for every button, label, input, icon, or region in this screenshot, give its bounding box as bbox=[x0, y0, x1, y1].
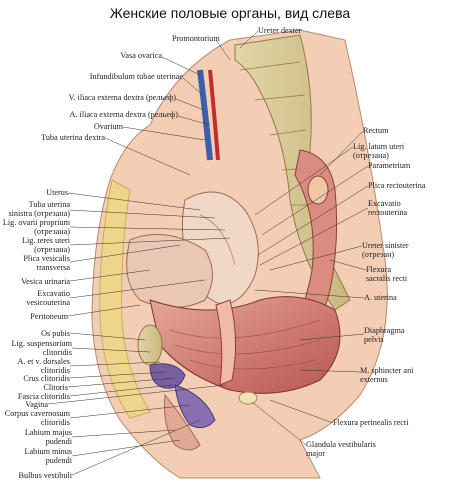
label-os-pubis: Os pubis bbox=[41, 329, 70, 338]
labia-shape bbox=[164, 393, 201, 451]
label-bulbus-vestibuli: Bulbus vestibuli bbox=[18, 471, 72, 480]
label-peritoneum: Peritoneum bbox=[30, 312, 68, 321]
label-infundibulum: Infundibulum tubae uterinae bbox=[89, 72, 183, 81]
label-flexura-perinealis: Flexura perinealis recti bbox=[333, 418, 409, 427]
label-promontorium: Promontorium bbox=[172, 34, 220, 43]
bulbus-shape bbox=[174, 384, 216, 429]
leader-lines-right bbox=[215, 30, 369, 446]
label-parametrium: Parametrium bbox=[368, 161, 411, 170]
leader-lines-left bbox=[47, 56, 231, 476]
label-lig-latum: Lig. latum uteri(отрезана) bbox=[353, 142, 405, 160]
label-a-iliaca: A. iliaca externa dextra (рельеф) bbox=[69, 110, 178, 119]
label-rectum: Rectum bbox=[363, 126, 389, 135]
pelvic-floor bbox=[149, 296, 341, 394]
bladder-shape bbox=[126, 233, 213, 308]
iliac-artery bbox=[208, 69, 220, 161]
label-uterus: Uterus bbox=[46, 188, 68, 197]
label-ureter-dexter: Ureter dexter bbox=[258, 26, 302, 35]
label-lig-ovarii: Lig. ovarii proprium(отрезана) bbox=[2, 218, 70, 236]
label-plica-recto: Plica rectouterina bbox=[368, 181, 426, 190]
label-crus-clitoridis: Crus clitoridis bbox=[23, 374, 70, 383]
vestibular-gland bbox=[238, 391, 258, 405]
vagina-shape bbox=[215, 299, 237, 386]
pubic-bone bbox=[137, 324, 163, 366]
label-a-uterina: A. uterina bbox=[364, 293, 397, 302]
label-ureter-sinister: Ureter sinister(отрезан) bbox=[362, 241, 409, 259]
subcutaneous-fat bbox=[99, 179, 151, 419]
label-lig-teres: Lig. teres uteri(отрезана) bbox=[22, 236, 70, 254]
page-title: Женские половые органы, вид слева bbox=[109, 5, 351, 21]
label-v-iliaca: V. iliaca externa dextra (рельеф) bbox=[68, 93, 176, 102]
label-fascia-clitoridis: Fascia clitoridis bbox=[17, 392, 70, 401]
label-vesica-urinaria: Vesica urinaria bbox=[21, 277, 70, 286]
label-vasa-ovarica: Vasa ovarica bbox=[120, 51, 162, 60]
label-clitoris: Clitoris bbox=[43, 383, 68, 392]
label-vagina: Vagina bbox=[25, 400, 48, 409]
label-ovarium: Ovarium bbox=[93, 122, 123, 131]
rectum-lumen bbox=[307, 175, 329, 205]
iliac-vein bbox=[197, 69, 213, 161]
label-tuba-dextra: Tuba uterina dextra bbox=[41, 133, 105, 142]
